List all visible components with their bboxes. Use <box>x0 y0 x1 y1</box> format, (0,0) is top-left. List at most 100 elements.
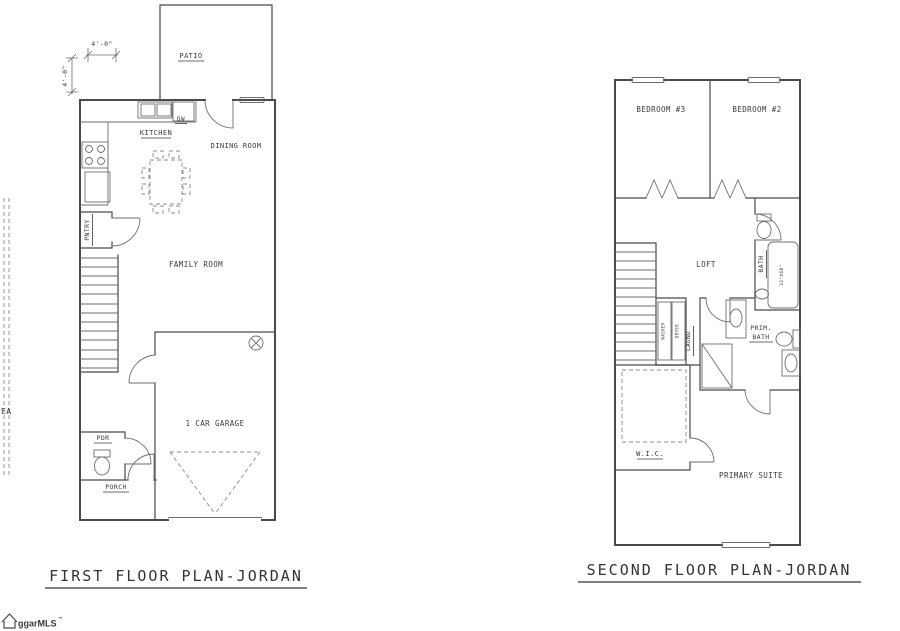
front-door-swing <box>127 453 155 481</box>
label-washer: WASHER <box>661 322 666 339</box>
toilet-tank <box>93 449 111 458</box>
patio-door-swing <box>204 99 234 129</box>
kitchen-sink-basin-left <box>140 103 156 117</box>
mls-trademark: ™ <box>58 616 63 621</box>
primary-vanity <box>725 299 747 339</box>
dining-chair <box>141 167 150 179</box>
wic-walls <box>614 364 691 471</box>
rear-window <box>239 97 265 103</box>
dryer-unit <box>671 301 686 361</box>
dishwasher <box>172 101 195 122</box>
bedroom2-window <box>747 77 781 83</box>
label-bath: BATH <box>757 255 765 272</box>
label-porch: PORCH <box>105 483 127 491</box>
bathtub <box>767 241 799 309</box>
dining-chair <box>182 167 191 179</box>
stairs-treads <box>80 257 118 369</box>
label-kitchen: KITCHEN <box>140 129 172 137</box>
label-prim-bath-line1: PRIM. <box>750 324 772 332</box>
powder-door-swing <box>124 437 152 465</box>
dining-table <box>149 159 183 205</box>
label-bedroom2: BEDROOM #2 <box>732 105 781 114</box>
adjacent-unit-dashed-wall <box>3 198 10 478</box>
garage-ceiling-light-cross <box>251 338 261 348</box>
primary-bath-walls <box>699 297 801 391</box>
primary-vanity2 <box>781 349 801 377</box>
plan-titles: FIRST FLOOR PLAN-JORDAN SECOND FLOOR PLA… <box>45 561 861 589</box>
dining-chair <box>182 183 191 195</box>
hall-toilet-bowl <box>756 221 772 239</box>
garage-walls <box>154 331 276 521</box>
label-laundry: LAUND <box>685 331 692 351</box>
first-floor-plan: PATIO 4'-0" 4'-0" KITCHEN DW DINING ROOM… <box>1 4 276 521</box>
bedroom2-bifold-door <box>713 178 747 200</box>
label-loft: LOFT <box>696 260 716 269</box>
label-dining-room: DINING ROOM <box>211 142 262 150</box>
label-tub-size: 32"X60" <box>779 264 785 286</box>
dining-chair <box>168 150 180 159</box>
label-dishwasher: DW <box>177 116 185 123</box>
label-adjacent-partial: EA <box>1 407 11 416</box>
dining-chair <box>152 150 164 159</box>
kitchen-counter <box>80 100 197 206</box>
label-dim-left: 4'-0" <box>61 65 69 87</box>
garage-door-tracks <box>169 451 261 515</box>
bedroom3-bifold-door <box>645 178 679 200</box>
dining-chair <box>168 205 180 214</box>
hall-bath-sink <box>755 288 769 300</box>
label-bedroom3: BEDROOM #3 <box>636 105 685 114</box>
stove-burner <box>85 157 93 165</box>
label-dim-top: 4'-0" <box>91 40 113 48</box>
stairs2-frame <box>614 242 657 366</box>
label-wic: W.I.C. <box>636 450 664 458</box>
primary-shower-diagonal <box>701 343 733 389</box>
stove-burner <box>97 157 105 165</box>
label-primary-suite: PRIMARY SUITE <box>719 471 783 480</box>
stove-burner <box>85 145 93 153</box>
hall-toilet-tank <box>756 213 772 222</box>
wic-shelving-dashed <box>621 369 687 443</box>
label-garage: 1 CAR GARAGE <box>186 419 245 428</box>
dining-chair <box>141 183 150 195</box>
dining-chair <box>152 205 164 214</box>
toilet-bowl <box>94 456 110 476</box>
primary-suite-window <box>721 542 771 548</box>
label-prim-bath-line2: BATH <box>752 333 769 341</box>
first-floor-title: FIRST FLOOR PLAN-JORDAN <box>49 567 303 585</box>
wic-door-swing <box>689 437 715 463</box>
pantry-door-swing <box>111 217 141 247</box>
powder-room-walls <box>79 431 126 481</box>
second-floor-title: SECOND FLOOR PLAN-JORDAN <box>587 561 852 579</box>
label-pantry: PNTRY <box>83 219 91 241</box>
stove <box>81 141 109 169</box>
primary-toilet-bowl <box>775 331 793 347</box>
mls-logo-text: ggarMLS <box>18 619 57 629</box>
kitchen-sink-basin-right <box>156 103 172 117</box>
stove-burner <box>97 145 105 153</box>
pantry-walls <box>79 211 113 249</box>
primary-vanity2-sink <box>784 353 798 373</box>
primary-vanity-sink <box>729 308 743 328</box>
label-patio: PATIO <box>179 52 202 60</box>
label-dryer: DRYER <box>675 324 680 338</box>
primary-shower <box>701 343 733 389</box>
refrigerator <box>84 171 111 203</box>
kitchen-sink <box>137 101 173 119</box>
bedroom3-window <box>631 77 665 83</box>
primary-toilet-tank <box>792 329 801 349</box>
suite-bath-door-swing <box>744 389 771 415</box>
house-icon <box>1 613 18 629</box>
garage-door-swing <box>128 354 156 384</box>
garage-ceiling-light <box>248 335 264 351</box>
dimension-line-top <box>83 48 121 62</box>
washer-unit <box>657 301 672 361</box>
dimension-line-left <box>66 53 78 97</box>
second-floor-plan: BEDROOM #3 BEDROOM #2 LOFT BATH 32"X60" … <box>614 77 801 548</box>
patio-walls <box>159 4 273 101</box>
mls-watermark: ggarMLS ™ <box>1 613 63 629</box>
stairs2-treads <box>615 251 656 361</box>
label-family-room: FAMILY ROOM <box>169 260 223 269</box>
stairs-frame <box>79 254 119 373</box>
